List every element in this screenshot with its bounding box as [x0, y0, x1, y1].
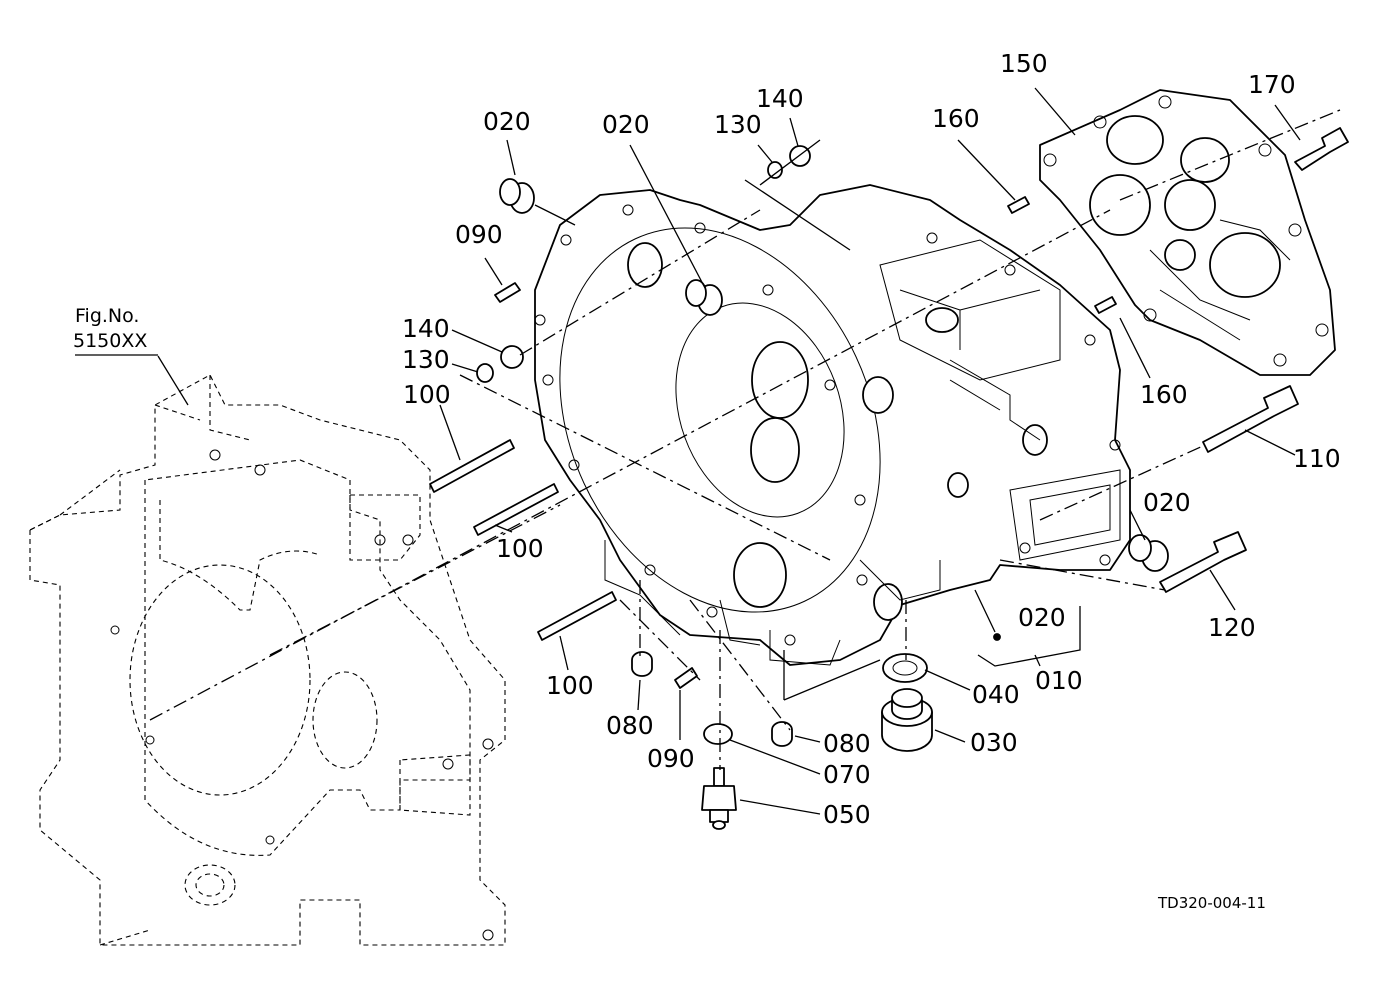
bushing-020-right	[1128, 534, 1169, 572]
washer-070	[703, 723, 733, 745]
callout-100: 100	[546, 671, 594, 700]
rear-cover-plate	[1039, 89, 1336, 376]
bolt-120	[1159, 531, 1247, 593]
callout-020: 020	[1018, 603, 1066, 632]
callout-130: 130	[402, 345, 450, 374]
washer-130-top	[767, 161, 783, 179]
bushing-020-top-left	[499, 178, 535, 214]
callout-140: 140	[756, 84, 804, 113]
drawing-code: TD320-004-11	[1157, 894, 1266, 912]
stud-100-c	[537, 591, 617, 641]
stud-100-a	[429, 439, 515, 493]
callout-160: 160	[1140, 380, 1188, 409]
transmission-case	[534, 184, 1131, 666]
pin-090-bottom	[674, 667, 698, 689]
callout-040: 040	[972, 680, 1020, 709]
callout-110: 110	[1293, 444, 1341, 473]
callout-090: 090	[647, 744, 695, 773]
small-parts	[429, 127, 1349, 830]
bolt-170	[1294, 127, 1349, 171]
callout-020: 020	[483, 107, 531, 136]
nut-140-left	[500, 345, 524, 369]
callout-050: 050	[823, 800, 871, 829]
callout-090: 090	[455, 220, 503, 249]
bushing-020-top-center	[685, 279, 723, 316]
seal-040	[882, 653, 928, 683]
callout-100: 100	[496, 534, 544, 563]
callout-150: 150	[1000, 49, 1048, 78]
plug-080-right	[771, 721, 793, 747]
callout-130: 130	[714, 110, 762, 139]
plug-080-left	[631, 651, 653, 677]
callout-100: 100	[403, 380, 451, 409]
callout-020: 020	[1143, 488, 1191, 517]
callout-170: 170	[1248, 70, 1296, 99]
cap-030	[881, 688, 933, 752]
bolt-110	[1202, 385, 1299, 453]
stud-100-b	[473, 483, 559, 536]
washer-130-left	[476, 363, 494, 383]
engine-flywheel-housing	[29, 374, 506, 946]
callout-160: 160	[932, 104, 980, 133]
callout-080: 080	[606, 711, 654, 740]
pin-090-top	[494, 282, 521, 303]
callout-080: 080	[823, 729, 871, 758]
figure-reference-line2: 5150XX	[73, 330, 147, 352]
callout-120: 120	[1208, 613, 1256, 642]
callout-labels: Fig.No. 5150XX TD320-004-11 020 020 130 …	[73, 49, 1341, 912]
callout-030: 030	[970, 728, 1018, 757]
callout-010: 010	[1035, 666, 1083, 695]
leader-lines	[75, 87, 1341, 815]
callout-020: 020	[602, 110, 650, 139]
callout-140: 140	[402, 314, 450, 343]
sensor-050	[701, 767, 737, 830]
pin-160-right	[1094, 296, 1117, 314]
pin-160-top	[1007, 196, 1030, 214]
figure-reference-line1: Fig.No.	[75, 305, 139, 327]
callout-070: 070	[823, 760, 871, 789]
